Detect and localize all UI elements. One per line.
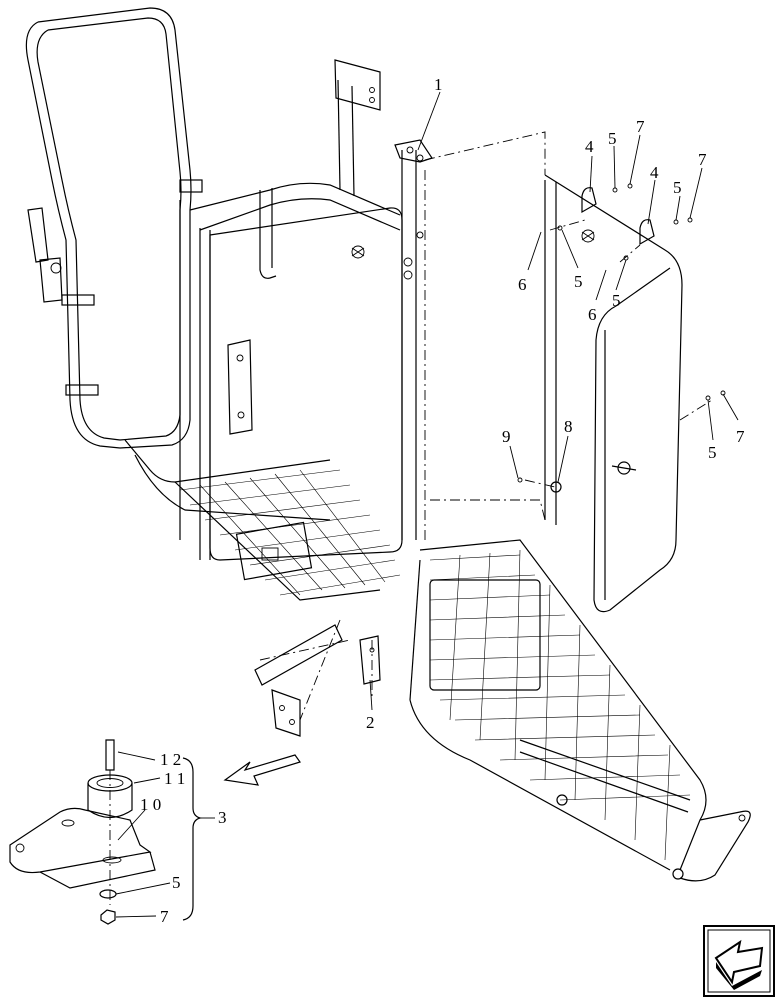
callout-7a: 7 <box>636 117 645 136</box>
leader-lines <box>115 91 739 918</box>
assembly-lines <box>259 131 713 721</box>
callout-10: 1 0 <box>140 795 161 814</box>
callout-4b: 4 <box>650 163 659 182</box>
callout-3: 3 <box>218 808 227 827</box>
callout-5c: 5 <box>574 272 583 291</box>
center-post <box>394 139 433 540</box>
step-grate <box>409 539 751 882</box>
next-page-arrow-icon[interactable] <box>703 925 775 997</box>
callout-5a: 5 <box>608 129 617 148</box>
callout-7b: 7 <box>698 150 707 169</box>
step-arm <box>254 624 381 737</box>
callout-6a: 6 <box>518 275 527 294</box>
detail-assembly <box>9 739 301 925</box>
callout-5f: 5 <box>172 873 181 892</box>
handrail-frame <box>25 7 401 560</box>
callout-7d: 7 <box>160 907 169 926</box>
callout-7c: 7 <box>736 427 745 446</box>
callout-2: 2 <box>366 713 375 732</box>
callout-6b: 6 <box>588 305 597 324</box>
callouts: 1 4 5 7 4 5 7 6 5 6 5 5 7 9 8 2 1 2 1 1 … <box>140 75 745 926</box>
callout-4a: 4 <box>585 137 594 156</box>
callout-5d: 5 <box>612 291 621 310</box>
callout-12: 1 2 <box>160 750 181 769</box>
callout-9: 9 <box>502 427 511 446</box>
callout-1: 1 <box>434 75 443 94</box>
left-panel <box>209 207 403 561</box>
callout-5e: 5 <box>708 443 717 462</box>
callout-8: 8 <box>564 417 573 436</box>
lower-step-platform <box>124 439 401 601</box>
callout-11: 1 1 <box>164 769 185 788</box>
callout-5b: 5 <box>673 178 682 197</box>
right-panel <box>517 174 726 613</box>
